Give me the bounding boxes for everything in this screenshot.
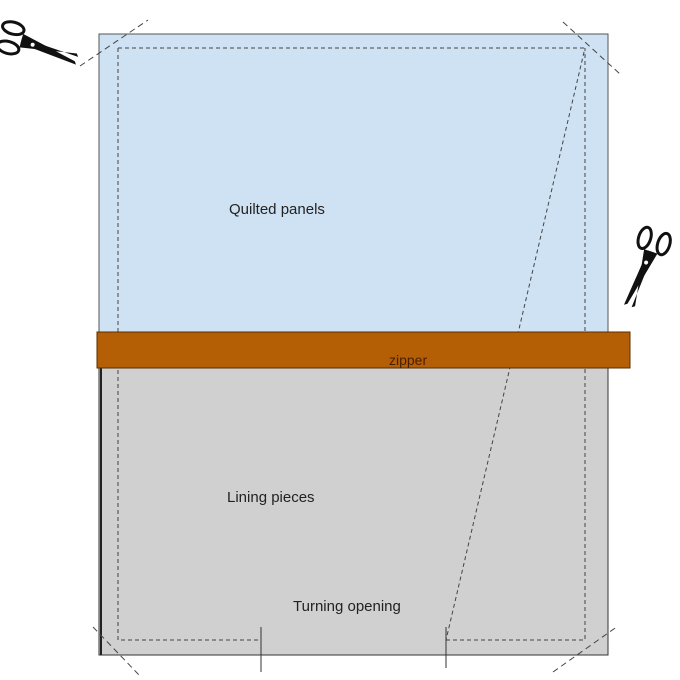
corner-clip-bottom-left [92, 626, 141, 677]
turning-opening-label: Turning opening [293, 598, 401, 615]
corner-clip-bottom-right [552, 625, 619, 673]
quilted-panels-label: Quilted panels [229, 201, 325, 218]
zipper-label: zipper [389, 352, 428, 368]
zipper-band [96, 331, 631, 369]
lining-pieces-label: Lining pieces [227, 489, 315, 506]
scissors-icon [0, 20, 79, 65]
quilted-panel [98, 33, 609, 333]
scissors-icon [623, 225, 672, 308]
lining-panel [98, 367, 609, 656]
corner-clip-top-left [79, 19, 149, 67]
corner-clip-top-right [562, 21, 621, 75]
